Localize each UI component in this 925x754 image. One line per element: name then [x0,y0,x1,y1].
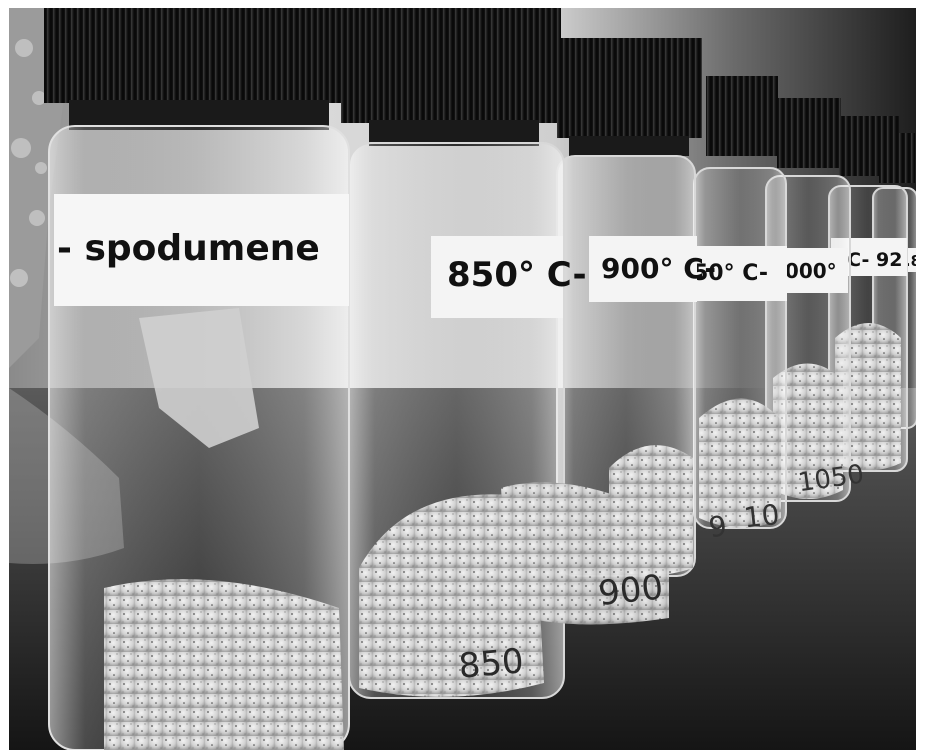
vial-4-label-text: 50° C- [693,261,768,286]
vial-1: - spodumene [44,8,350,750]
vial-4-handwriting: 9 [707,509,729,544]
vial-1-label [54,194,349,306]
vial-3-handwriting: 900 [596,567,665,614]
vials-photo: 95.8 ° C- 92 1050 1000° 10 50° C- 9 900°… [9,8,916,750]
vial-5-handwriting: 10 [742,498,781,535]
vial-4-label [691,246,787,301]
vial-2-label [431,236,563,318]
vial-3: 9 900° C- [556,38,729,577]
vial-2-label-text: 850° C- [447,255,587,295]
vial-3-label [589,236,697,302]
vial-4: 10 50° C- [691,76,787,534]
vial-3-label-text: 900° C- [601,252,716,285]
vial-1-label-text: - spodumene [57,228,320,269]
vial-2: 900 850 850° C- [341,8,669,699]
vial-2-handwriting: 850 [457,641,525,687]
